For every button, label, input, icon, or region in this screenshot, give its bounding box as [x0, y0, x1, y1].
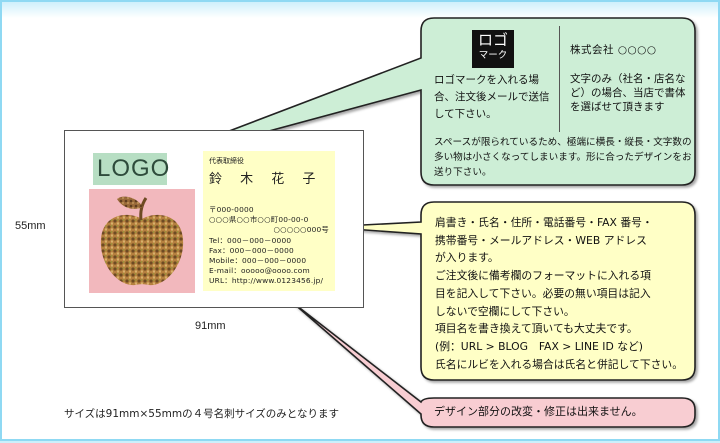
- card-height-label: 55mm: [15, 220, 46, 232]
- business-card: LOGO 代表取締役 鈴 木 花 子: [64, 130, 364, 308]
- apple-icon: [100, 196, 184, 286]
- logo-callout-bubble: [131, 17, 696, 186]
- info-callout-bubble: [323, 201, 696, 381]
- info-line: (例：URL > BLOG FAX > LINE ID など): [435, 339, 644, 353]
- card-url: URL：http://www.0123456.jp/: [209, 276, 324, 286]
- apple-illustration: [89, 189, 195, 293]
- card-tel: Tel：000－000－0000: [209, 235, 292, 245]
- card-job-title: 代表取締役: [209, 157, 244, 165]
- info-line: 目を記入して下さい。必要の無い項目は記入: [435, 286, 651, 300]
- design-callout-bubble: [291, 301, 696, 428]
- card-person-name: 鈴 木 花 子: [209, 172, 323, 187]
- card-address-room: ○○○○○000号: [273, 225, 329, 235]
- info-instructions: 肩書き・氏名・住所・電話番号・FAX 番号・ 携帯番号・メールアドレス・WEB …: [435, 214, 691, 373]
- callout-divider: [559, 26, 560, 132]
- card-fax: Fax：000－000－0000: [209, 245, 294, 255]
- card-contact-block: 代表取締役 鈴 木 花 子 〒000-0000 ○○○県○○市○○町00-00-…: [203, 151, 335, 291]
- info-line: ご注文後に備考欄のフォーマットに入れる項: [435, 269, 651, 283]
- card-postal-code: 〒000-0000: [209, 205, 254, 214]
- card-width-label: 91mm: [195, 320, 226, 332]
- company-name-sample: 株式会社 ○○○○: [570, 44, 657, 56]
- logo-instruction-text: ロゴマークを入れる場合、注文後メールで送信して下さい。: [434, 74, 550, 120]
- info-line: 携帯番号・メールアドレス・WEB アドレス: [435, 233, 647, 247]
- space-limit-note: スペースが限られているため、極端に横長・縦長・文字数の多い物は小さくなってしまい…: [434, 137, 692, 178]
- logo-mark-line2: マーク: [478, 50, 508, 61]
- card-email: E-mail：ooooo@oooo.com: [209, 266, 310, 276]
- card-mobile: Mobile：000－000－0000: [209, 256, 307, 266]
- logo-mark-line1: ロゴ: [477, 31, 508, 49]
- info-line: が入ります。: [435, 251, 499, 265]
- info-line: 項目名を書き換えて頂いても大丈夫です。: [435, 322, 638, 336]
- size-note: サイズは91mm×55mmの４号名刺サイズのみとなります: [64, 408, 339, 420]
- design-no-modify-note: デザイン部分の改変・修正は出来ません。: [434, 405, 643, 418]
- text-only-instruction: 文字のみ（社名・店名など）の場合、当店で書体を選ばせて頂きます: [570, 73, 686, 113]
- logo-mark-sample: ロゴ マーク: [472, 30, 514, 68]
- info-line: 氏名にルビを入れる場合は氏名と併記して下さい。: [435, 357, 684, 371]
- info-line: しないで空欄にして下さい。: [435, 304, 575, 318]
- card-address: ○○○県○○市○○町00-00-0: [209, 215, 309, 225]
- card-logo-placeholder: LOGO: [93, 153, 169, 185]
- info-line: 肩書き・氏名・住所・電話番号・FAX 番号・: [435, 216, 653, 229]
